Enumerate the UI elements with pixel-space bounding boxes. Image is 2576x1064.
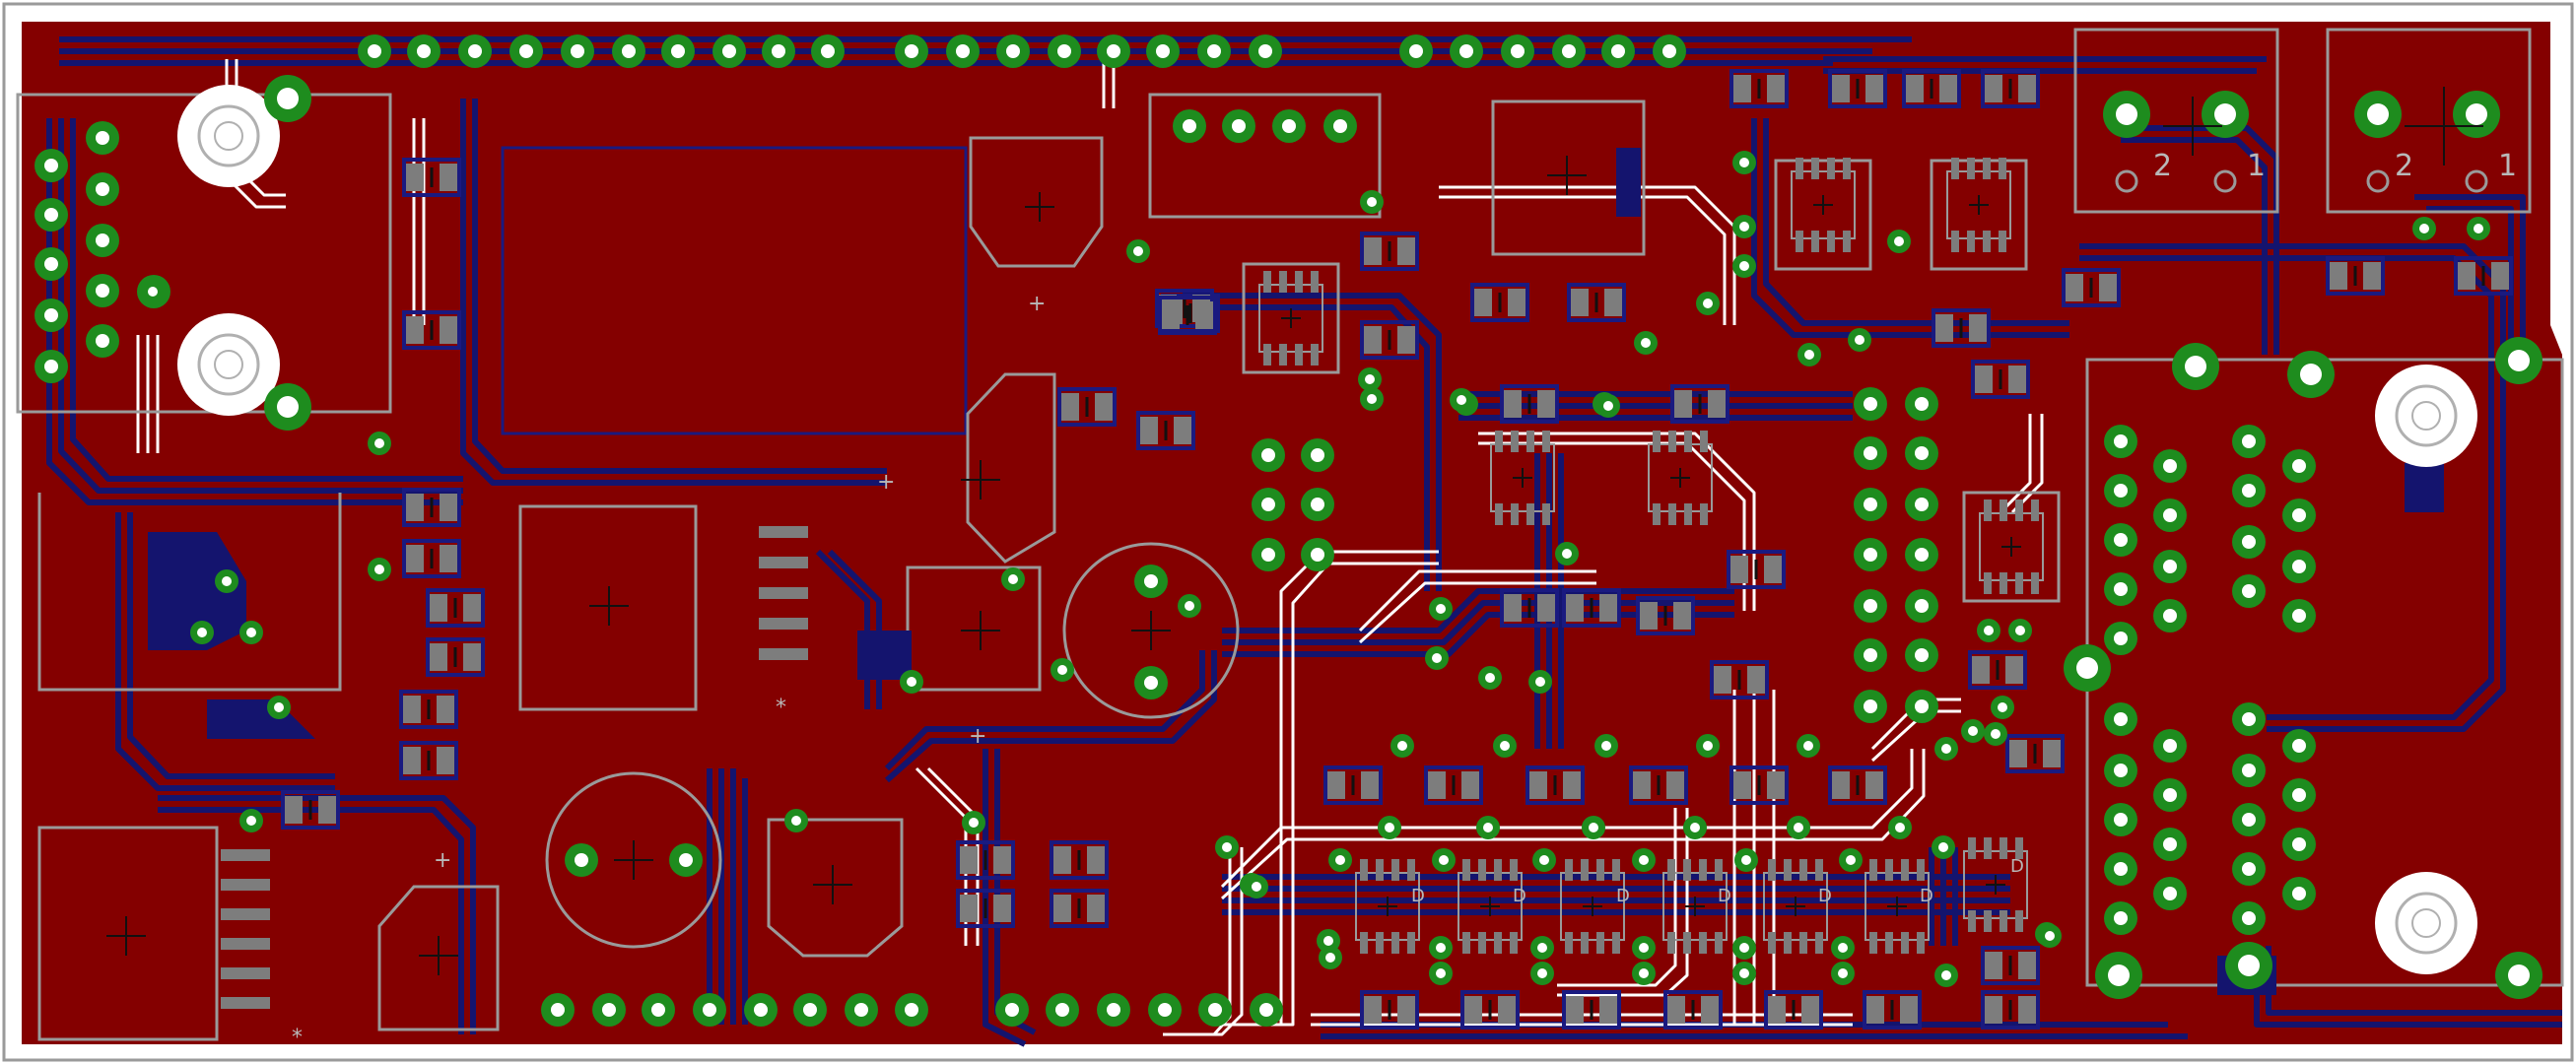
diode-mark: D — [1616, 886, 1630, 906]
pin1-star-mark: * — [776, 696, 786, 720]
diode-mark: D — [1818, 886, 1832, 906]
diode-mark: D — [1411, 886, 1425, 906]
terminal-right-pin1-label: 1 — [2498, 149, 2517, 183]
mount-hole-icon — [2373, 870, 2479, 976]
module-pad-row — [221, 526, 808, 1009]
diode-mark: D — [2010, 856, 2024, 877]
diode-mark: D — [1513, 886, 1526, 906]
mount-hole-icon — [175, 311, 282, 418]
polarity-plus-mark: + — [434, 848, 451, 873]
pin1-star-mark: * — [292, 1026, 303, 1050]
component-centroids — [106, 87, 2483, 975]
terminal-left-pin1-label: 1 — [2247, 149, 2266, 183]
terminal-block-pins — [2103, 91, 2500, 193]
terminal-right-pin2-label: 2 — [2395, 149, 2413, 183]
diode-mark: D — [1718, 886, 1731, 906]
polarity-plus-mark: + — [969, 724, 986, 749]
mount-hole-icon — [2373, 363, 2479, 469]
copper-pour — [22, 22, 2562, 1044]
polarity-plus-mark: + — [1028, 292, 1046, 316]
terminal-left-pin2-label: 2 — [2153, 149, 2172, 183]
diode-mark: D — [1920, 886, 1933, 906]
polarity-plus-mark: + — [877, 470, 895, 495]
